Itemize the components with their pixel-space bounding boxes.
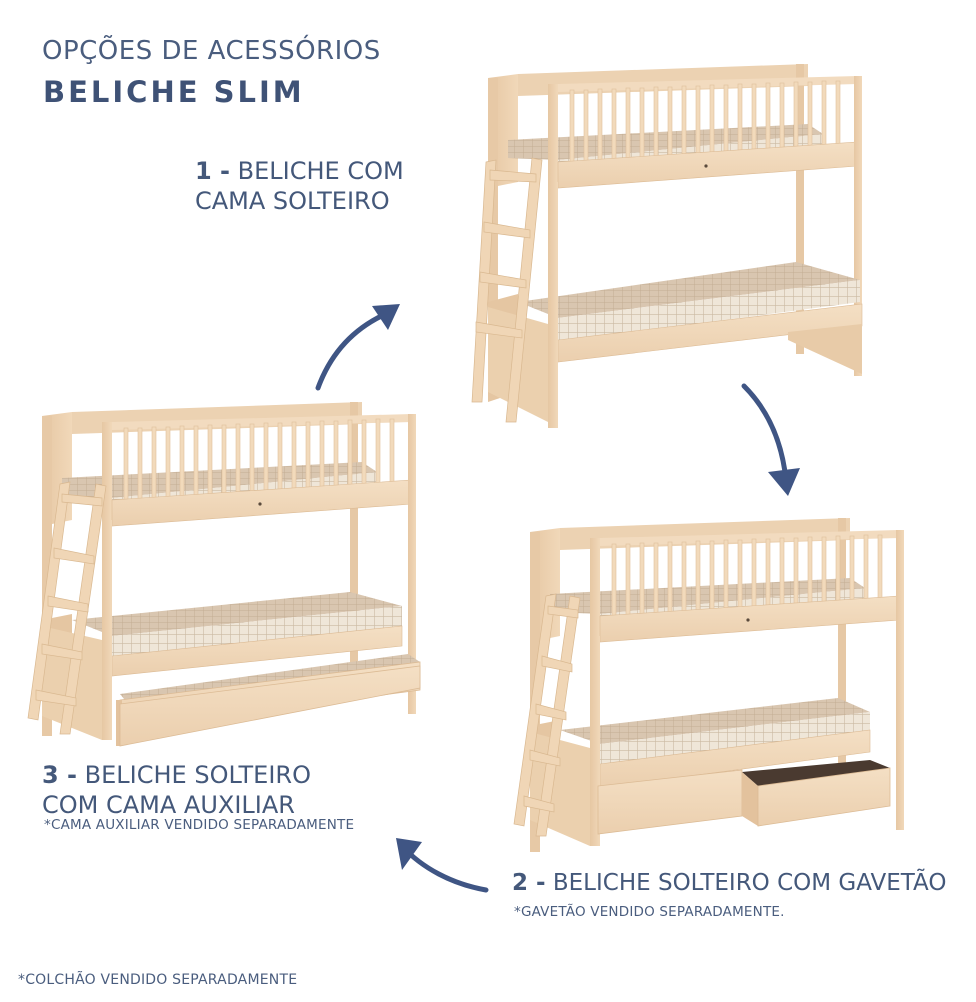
option-2-note: *GAVETÃO VENDIDO SEPARADAMENTE. [514,904,785,920]
option-3-line2: COM CAMA AUXILIAR [42,791,295,819]
curved-arrow-up-left-icon [396,838,489,893]
option-1-label: 1 - BELICHE COM CAMA SOLTEIRO [195,156,404,216]
bunk-bed-option-3-image [27,401,421,747]
bunk-bed-option-1-image [471,63,863,428]
option-3-label: 3 - BELICHE SOLTEIRO COM CAMA AUXILIAR [42,760,311,820]
bunk-bed-option-2-image [513,517,905,853]
option-3-note: *CAMA AUXILIAR VENDIDO SEPARADAMENTE [44,817,355,833]
header-title: BELICHE SLIM [43,75,305,109]
curved-arrow-down-icon [741,383,800,496]
option-1-line2: CAMA SOLTEIRO [195,187,390,215]
option-1-line1: BELICHE COM [237,157,404,185]
option-3-number: 3 - [42,761,78,789]
option-2-line1: BELICHE SOLTEIRO COM GAVETÃO [552,870,947,896]
footer-note: *COLCHÃO VENDIDO SEPARADAMENTE [18,972,298,988]
header-subtitle: OPÇÕES DE ACESSÓRIOS [42,36,381,66]
option-3-line1: BELICHE SOLTEIRO [84,761,311,789]
option-2-label: 2 - BELICHE SOLTEIRO COM GAVETÃO [512,868,946,898]
option-1-number: 1 - [195,157,231,185]
curved-arrow-up-right-icon [315,304,400,391]
option-2-number: 2 - [512,870,546,896]
